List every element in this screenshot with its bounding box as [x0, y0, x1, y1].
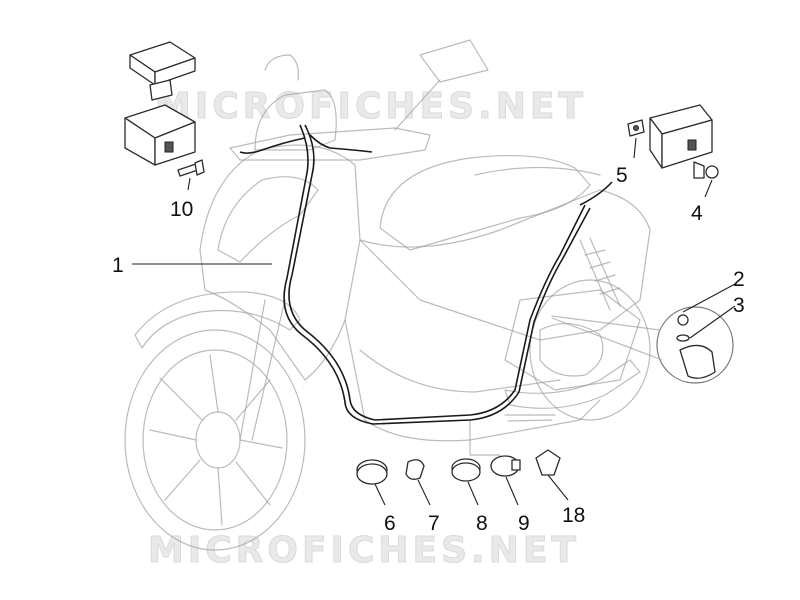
- callouts: 1 2 3 4 5 6 7 8 9 10 18: [112, 164, 745, 535]
- screw-2: [677, 314, 689, 326]
- battery-box-clip: [164, 141, 174, 153]
- callout-7: 7: [428, 512, 440, 535]
- callout-4: 4: [691, 202, 703, 225]
- watermark-top: MICROFICHES.NET: [155, 86, 587, 127]
- relay-box-assembly: [627, 104, 719, 179]
- callout-6: 6: [384, 512, 396, 535]
- leader-lines: [132, 137, 736, 506]
- clamps: [356, 449, 561, 485]
- callout-2: 2: [733, 268, 745, 291]
- callout-18: 18: [562, 504, 585, 527]
- detail-inset: [551, 306, 734, 384]
- washer-3: [676, 334, 690, 342]
- watermark-bottom: MICROFICHES.NET: [148, 530, 580, 571]
- screw-4: [705, 165, 719, 179]
- callout-9: 9: [518, 512, 530, 535]
- battery-box-assembly: [124, 41, 205, 177]
- callout-8: 8: [476, 512, 488, 535]
- callout-5: 5: [616, 164, 628, 187]
- callout-3: 3: [733, 294, 745, 317]
- callout-1: 1: [112, 254, 124, 277]
- wiring-harness: [239, 124, 613, 425]
- clip-18: [535, 449, 561, 476]
- clip-7: [405, 459, 425, 480]
- callout-10: 10: [170, 198, 193, 221]
